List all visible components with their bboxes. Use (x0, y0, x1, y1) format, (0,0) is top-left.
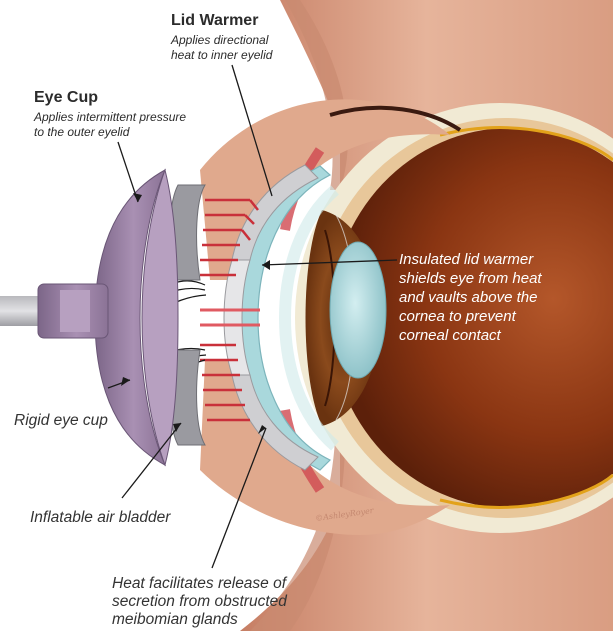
leader-arrowhead (258, 425, 266, 434)
heat-line3: meibomian glands (112, 611, 238, 628)
leader-arrowhead (133, 193, 142, 202)
leader-arrowhead (262, 260, 270, 270)
eye-cup (94, 168, 179, 467)
insulated-line1: Insulated lid warmer (399, 251, 534, 268)
lid-warmer-desc-line1: Applies directional (171, 33, 269, 47)
device-rod (0, 283, 109, 339)
insulated-line3: and vaults above the (399, 289, 538, 306)
gland-channel (200, 308, 260, 327)
heat-line1: Heat facilitates release of (112, 575, 287, 592)
insulated-line2: shields eye from heat (399, 270, 542, 287)
air-bladder (168, 184, 206, 446)
lens (329, 241, 387, 379)
eye-cup-desc-line2: to the outer eyelid (34, 125, 130, 139)
inflatable-bladder-label: Inflatable air bladder (30, 509, 171, 526)
eyeball (295, 103, 613, 533)
eye-cup-desc-line1: Applies intermittent pressure (34, 110, 187, 124)
leader-arrowhead (121, 377, 130, 386)
leader-arrowhead (173, 423, 181, 432)
insulated-line4: cornea to prevent (399, 308, 516, 325)
meibomian-glands-upper (200, 198, 259, 277)
eye-cup-title: Eye Cup (34, 89, 99, 106)
insulated-line5: corneal contact (399, 327, 501, 344)
meibomian-glands-lower (200, 343, 250, 422)
rigid-eye-cup-label: Rigid eye cup (14, 412, 108, 429)
leader-lines (107, 64, 398, 569)
lid-warmer-desc-line2: heat to inner eyelid (171, 48, 273, 62)
lid-warmer-title: Lid Warmer (171, 12, 259, 29)
heat-line2: secretion from obstructed (112, 593, 287, 610)
